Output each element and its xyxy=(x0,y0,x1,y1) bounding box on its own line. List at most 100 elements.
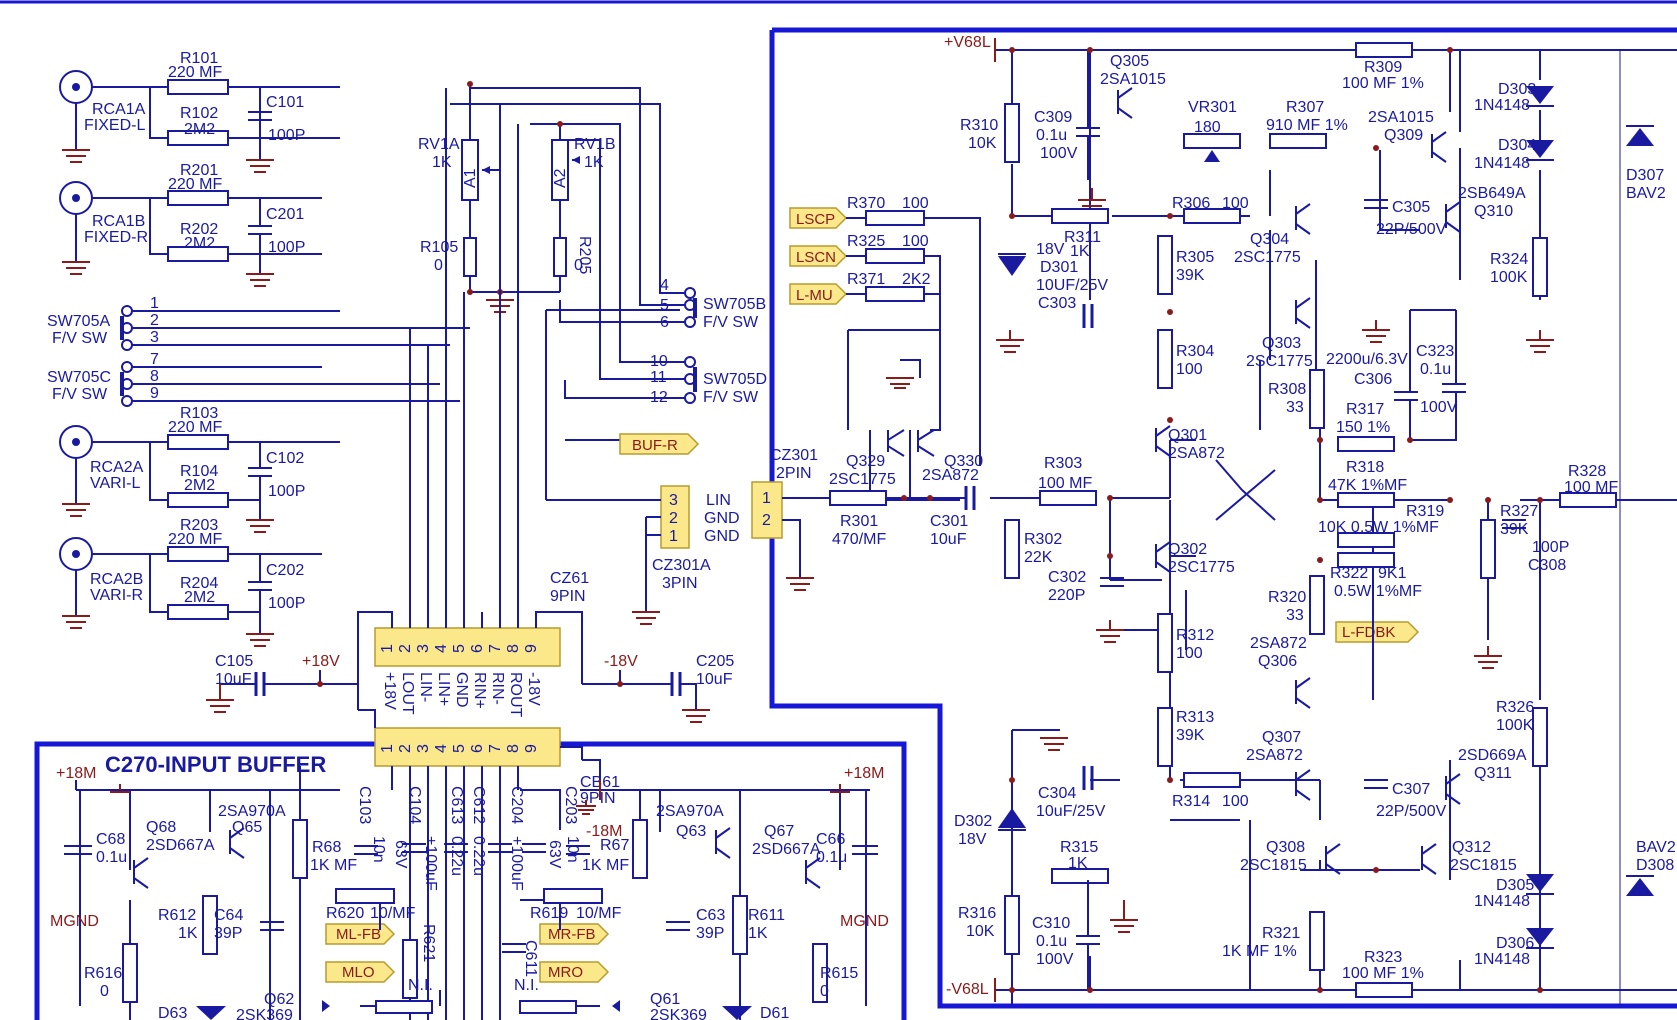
switch-sw705a-c: 1 2 3 7 8 9 SW705A F/V SW SW705C F/V SW xyxy=(47,295,470,407)
c304-value: 10uF/25V xyxy=(1036,803,1106,820)
transistor-q301-q302-icon xyxy=(1155,425,1171,573)
q61-value: 2SK369 xyxy=(650,1007,707,1020)
r319-label: R319 xyxy=(1406,503,1444,520)
tag-ml-fb: ML-FB xyxy=(325,923,396,945)
q308-label: Q308 xyxy=(1266,839,1305,856)
c203-label: C203 xyxy=(562,786,579,824)
c64-label: C64 xyxy=(214,907,243,924)
sw705a-fv: F/V SW xyxy=(52,330,108,347)
c64-value: 39P xyxy=(214,925,242,942)
resistor-r619 xyxy=(543,888,603,904)
r312-value: 100 xyxy=(1176,645,1203,662)
r312-label: R312 xyxy=(1176,627,1214,644)
c308-label: C308 xyxy=(1528,557,1566,574)
rca-jack-center-icon xyxy=(72,194,80,202)
cz301-pin-2: 2 xyxy=(762,512,771,529)
q306-label: Q306 xyxy=(1258,653,1297,670)
cz301a-pin-3: 3 xyxy=(669,492,678,509)
c309-voltage: 100V xyxy=(1040,145,1078,162)
sw-pin-5: 5 xyxy=(660,297,669,314)
r371-value: 2K2 xyxy=(902,271,931,288)
c203-value: 10n xyxy=(564,836,581,863)
c310-label: C310 xyxy=(1032,915,1070,932)
sw-pin-2: 2 xyxy=(150,312,159,329)
r308-value: 33 xyxy=(1286,399,1304,416)
r322-label: R322 xyxy=(1330,565,1368,582)
sw-pin-8: 8 xyxy=(150,368,159,385)
lmu-text: L-MU xyxy=(796,287,833,304)
rv1a-label: RV1A xyxy=(418,136,460,153)
resistor-r205 xyxy=(553,237,567,277)
r621-value: N.I. xyxy=(408,977,433,994)
r67-label: R67 xyxy=(600,837,629,854)
buffer-title: C270-INPUT BUFFER xyxy=(105,752,326,777)
cz301a-label: CZ301A xyxy=(652,557,711,574)
c105-value: 10uF xyxy=(215,671,252,688)
p18v-rail: +18V xyxy=(302,653,340,670)
q302-value: 2SC1775 xyxy=(1168,559,1235,576)
c611-value: N.I. xyxy=(514,977,539,994)
a2-label: A2 xyxy=(552,168,569,188)
cap-c301 xyxy=(964,486,976,510)
r314-label: R314 xyxy=(1172,793,1210,810)
q63-value: 2SA970A xyxy=(656,803,724,820)
resistor-r319 xyxy=(1337,532,1395,548)
resistor-r315 xyxy=(1051,868,1109,884)
amp-wiring xyxy=(830,38,1677,1006)
r302-value: 22K xyxy=(1024,549,1053,566)
q309-value: 2SA1015 xyxy=(1368,109,1434,126)
q307-label: Q307 xyxy=(1262,729,1301,746)
q305-value: 2SA1015 xyxy=(1100,71,1166,88)
transistor-q304-q303-icon xyxy=(1295,203,1311,329)
switch-contact-icon xyxy=(121,395,133,407)
c613-value: 0.22u xyxy=(448,836,465,876)
cb61-pin: 6 xyxy=(469,744,486,753)
r201-value: 220 MF xyxy=(168,176,222,193)
c303-label: C303 xyxy=(1038,295,1076,312)
resistor-r307 xyxy=(1269,133,1327,149)
r620-value: 10/MF xyxy=(370,905,416,922)
r103-label: R103 xyxy=(180,405,218,422)
resistor-r611 xyxy=(732,895,748,955)
q308-value: 2SC1815 xyxy=(1240,857,1307,874)
sig-rin-p: RIN+ xyxy=(471,672,488,709)
r305-value: 39K xyxy=(1176,267,1205,284)
amp-labels: +V68L -V68L R370 100 R325 100 R371 2K2 Q… xyxy=(829,34,1676,998)
sw705d-fv: F/V SW xyxy=(703,389,759,406)
c204-value: +100uF xyxy=(508,836,525,891)
sw-pin-3: 3 xyxy=(150,329,159,346)
c304-label: C304 xyxy=(1038,785,1076,802)
q310-label: Q310 xyxy=(1474,203,1513,220)
cz301a-pin-1: 1 xyxy=(669,528,678,545)
switch-contact-icon xyxy=(684,316,696,328)
transistor-q68-q65-icon xyxy=(133,827,245,889)
r370-label: R370 xyxy=(847,195,885,212)
mlfb-text: ML-FB xyxy=(336,926,381,943)
r327-value: 39K xyxy=(1500,521,1529,538)
q311-value: 2SD669A xyxy=(1458,747,1527,764)
rca-input-3: R103 220 MF R104 2M2 C102 100P RCA2A VAR… xyxy=(59,405,340,533)
c323-label: C323 xyxy=(1416,343,1454,360)
switch-contact-icon xyxy=(121,339,133,351)
amp-components xyxy=(829,42,1654,998)
r313-value: 39K xyxy=(1176,727,1205,744)
r620-label: R620 xyxy=(326,905,364,922)
c203-voltage: 63V xyxy=(546,840,563,869)
r102-label: R102 xyxy=(180,105,218,122)
r306-value: 100 xyxy=(1222,195,1249,212)
q306-value: 2SA872 xyxy=(1250,635,1307,652)
q305-label: Q305 xyxy=(1110,53,1149,70)
q67-label: Q67 xyxy=(764,823,794,840)
r324-label: R324 xyxy=(1490,251,1528,268)
c201-label: C201 xyxy=(266,206,304,223)
rca2a-sub: VARI-L xyxy=(90,475,140,492)
r313-label: R313 xyxy=(1176,709,1214,726)
cap-c304 xyxy=(1082,766,1094,790)
resistor-r312 xyxy=(1157,613,1173,673)
resistor-r103 xyxy=(167,434,229,450)
resistor-r308 xyxy=(1309,369,1325,429)
cz301-pin-1: 1 xyxy=(762,490,771,507)
c302-label: C302 xyxy=(1048,569,1086,586)
cb61-pin: 8 xyxy=(505,744,522,753)
vr301-wiper-icon xyxy=(1204,150,1220,162)
